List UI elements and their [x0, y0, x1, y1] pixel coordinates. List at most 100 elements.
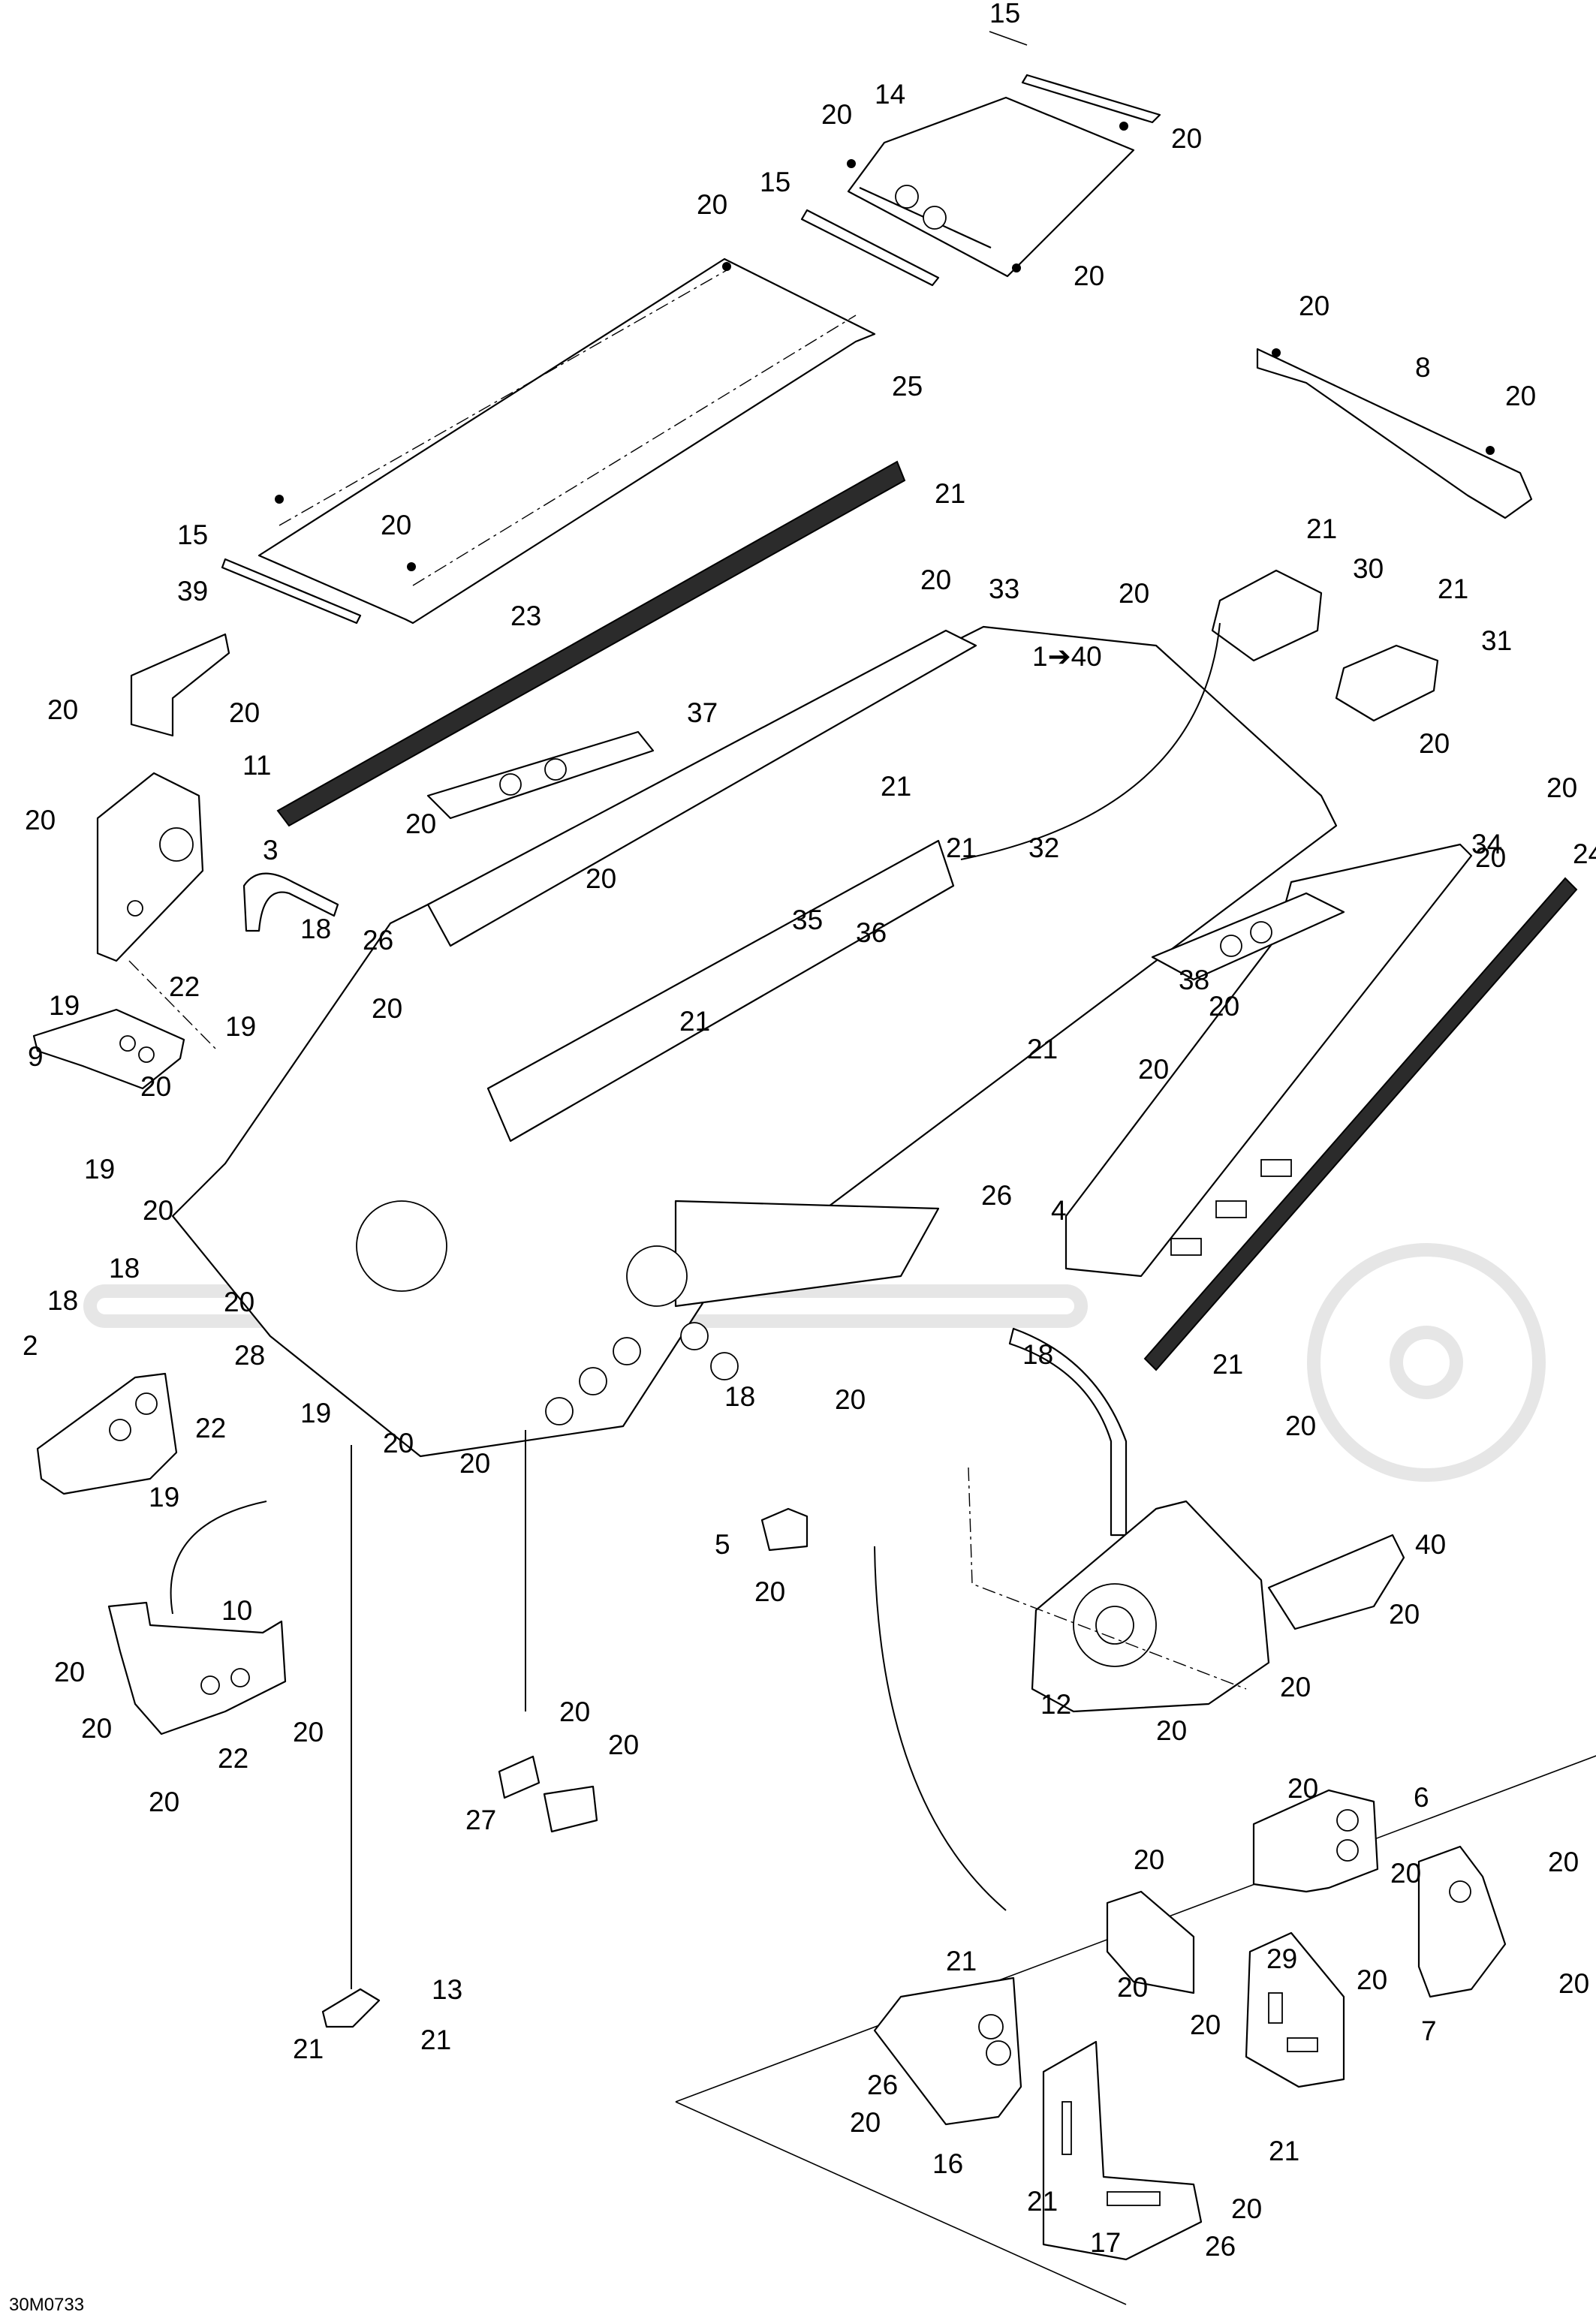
main-frame-assembly [171, 625, 1338, 1458]
callout-28: 28 [234, 1340, 265, 1371]
callout-16: 16 [932, 2148, 963, 2179]
callout-33: 33 [989, 573, 1019, 604]
callout-25: 25 [892, 371, 923, 402]
callout-27: 27 [465, 1805, 496, 1835]
callout-13: 13 [432, 1974, 462, 2005]
callout-19: 19 [149, 1482, 179, 1513]
callout-5: 5 [715, 1529, 730, 1560]
part-25-tunnel-plate [257, 257, 876, 625]
callout-20: 20 [224, 1287, 254, 1317]
part-3-hose [242, 872, 339, 932]
callout-21: 21 [293, 2034, 324, 2064]
callout-15: 15 [177, 519, 208, 550]
callout-20: 20 [850, 2107, 881, 2138]
detail-subassembly-box [675, 1755, 1596, 2305]
part-15-strip-left [221, 558, 362, 625]
callout-20: 20 [405, 808, 436, 839]
callout-20: 20 [1546, 772, 1577, 803]
callout-21: 21 [679, 1006, 710, 1037]
callout-21: 21 [946, 832, 977, 863]
callout-20: 20 [1134, 1844, 1164, 1875]
callout-21: 21 [1269, 2136, 1299, 2166]
part-13-bracket [321, 1988, 381, 2028]
part-8-bracket [1256, 348, 1533, 519]
callout-8: 8 [1415, 352, 1431, 383]
callout-36: 36 [856, 917, 887, 948]
callout-9: 9 [28, 1041, 44, 1072]
part-5-bracket [760, 1507, 809, 1552]
callout-20: 20 [372, 993, 402, 1024]
callout-19: 19 [225, 1011, 256, 1042]
part-31-bracket [1335, 644, 1439, 722]
callout-20: 20 [1156, 1715, 1187, 1746]
callout-32: 32 [1028, 832, 1059, 863]
callout-24: 24 [1573, 838, 1596, 869]
callout-20: 20 [140, 1071, 171, 1102]
callout-20: 20 [25, 805, 56, 835]
callout-2: 2 [23, 1330, 38, 1361]
callout-20: 20 [229, 697, 260, 728]
part-7-bracket [1417, 1845, 1507, 1998]
callout-18: 18 [724, 1381, 755, 1412]
callout-20: 20 [149, 1787, 179, 1817]
callout-14: 14 [875, 79, 905, 110]
callout-4: 4 [1051, 1195, 1067, 1226]
callout-20: 20 [383, 1428, 414, 1459]
part-15-strip-mid [800, 209, 940, 287]
callout-20: 20 [821, 99, 852, 130]
callout-20: 20 [697, 189, 727, 220]
callout-12: 12 [1040, 1689, 1071, 1720]
part-15-strip-top [989, 31, 1161, 124]
callout-20: 20 [1357, 1964, 1387, 1995]
callout-3: 3 [263, 835, 279, 865]
part-16-bracket [873, 1976, 1022, 2126]
callout-20: 20 [1119, 578, 1149, 609]
callout-26: 26 [981, 1180, 1012, 1211]
callout-20: 20 [47, 694, 78, 725]
callout-20: 20 [1475, 842, 1506, 873]
callout-20: 20 [143, 1195, 173, 1226]
callout-20: 20 [1171, 123, 1202, 154]
callout-22: 22 [218, 1743, 248, 1774]
callout-20: 20 [608, 1729, 639, 1760]
callout-20: 20 [459, 1448, 490, 1479]
callout-40: 40 [1415, 1529, 1446, 1560]
guide-arrows [128, 622, 1247, 1989]
callout-20: 20 [1389, 1599, 1420, 1630]
callout-1-40: 1➔40 [1032, 641, 1102, 672]
callout-20: 20 [1231, 2193, 1262, 2224]
callout-20: 20 [1280, 1672, 1311, 1702]
callout-26: 26 [867, 2070, 898, 2100]
callout-20: 20 [1505, 381, 1536, 411]
part-4-hose [1008, 1327, 1128, 1537]
callout-18: 18 [300, 914, 331, 944]
callout-26: 26 [1205, 2231, 1236, 2262]
callout-31: 31 [1481, 625, 1512, 656]
callout-29: 29 [1266, 1943, 1297, 1974]
part-38-plate [1151, 892, 1345, 981]
callout-22: 22 [169, 971, 200, 1002]
part-37-plate [426, 730, 655, 820]
part-6-bracket [1252, 1789, 1379, 1893]
callout-22: 22 [195, 1413, 226, 1443]
part-23-rail-left [276, 460, 906, 827]
callout-20: 20 [586, 863, 616, 894]
callout-18: 18 [47, 1285, 78, 1316]
callout-20: 20 [1390, 1858, 1421, 1889]
callout-21: 21 [420, 2024, 451, 2055]
callout-26: 26 [363, 925, 393, 956]
part-12-side-plate [1031, 1500, 1270, 1713]
drawing-code: 30M0733 [9, 2295, 84, 2315]
callout-20: 20 [293, 1717, 324, 1748]
callout-35: 35 [792, 905, 823, 935]
part-39-bracket [130, 633, 230, 737]
callout-30: 30 [1353, 553, 1384, 584]
callout-20: 20 [835, 1384, 866, 1415]
callout-20: 20 [1074, 260, 1104, 291]
part-10-bracket [107, 1601, 287, 1735]
callout-21: 21 [935, 478, 965, 509]
callout-18: 18 [1022, 1339, 1053, 1370]
callout-21: 21 [946, 1946, 977, 1976]
